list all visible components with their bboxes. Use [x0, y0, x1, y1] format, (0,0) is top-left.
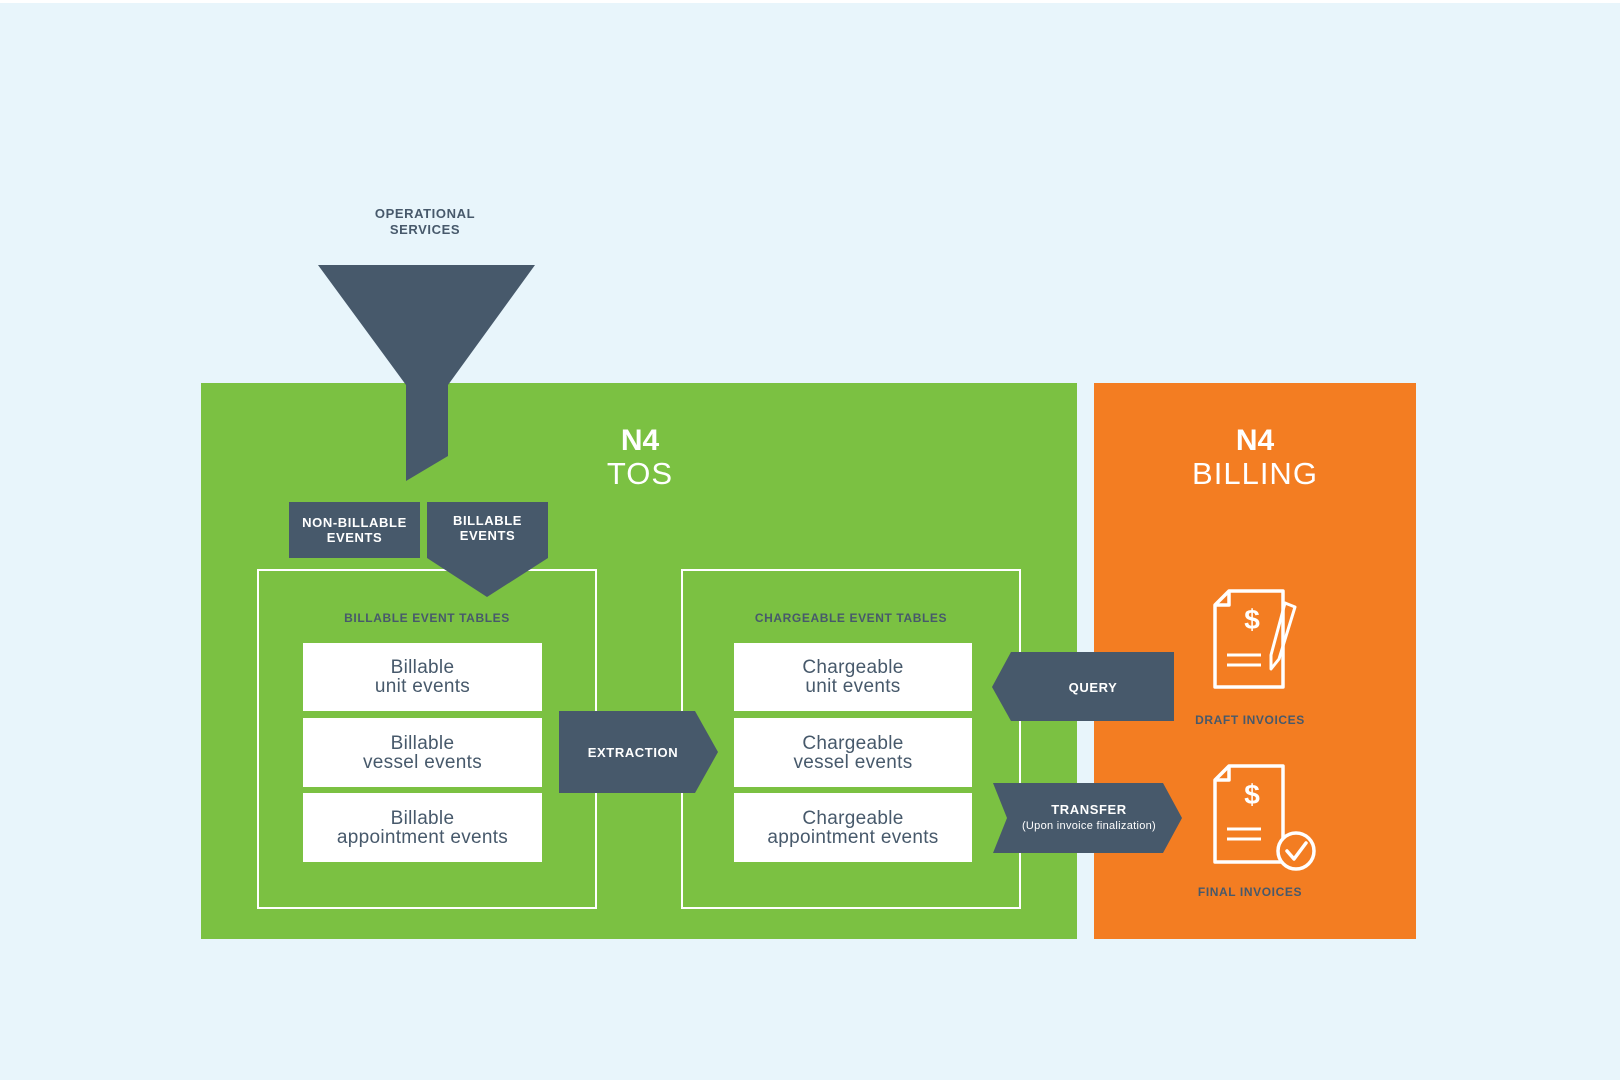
final-invoice-dollar-icon: $: [1244, 779, 1260, 810]
billable-events-tag: BILLABLE EVENTS: [427, 513, 548, 543]
funnel-icon: [318, 265, 535, 481]
cell-line2: unit events: [805, 676, 901, 697]
billing-title-light: BILLING: [1192, 456, 1318, 491]
cell-line2: appointment events: [336, 826, 509, 848]
tos-title-bold: N4: [620, 424, 660, 457]
cell-line1: Chargeable: [802, 657, 904, 678]
cell-line1: Chargeable: [802, 732, 904, 754]
tos-title-light: TOS: [606, 456, 674, 491]
transfer-label: TRANSFER: [1051, 802, 1127, 817]
cell-line2: unit events: [374, 676, 471, 697]
chargeable-unit-events-cell: Chargeable unit events: [734, 643, 972, 711]
billable-line1: BILLABLE: [452, 513, 523, 528]
transfer-label-group: TRANSFER (Upon invoice finalization): [1003, 802, 1175, 832]
tos-title: N4 TOS: [560, 425, 720, 491]
cell-line1: Billable: [390, 657, 455, 678]
billable-vessel-events-cell: Billable vessel events: [303, 718, 542, 787]
billable-line2: EVENTS: [459, 528, 516, 543]
chargeable-appointment-events-cell: Chargeable appointment events: [734, 793, 972, 862]
billing-title-bold: N4: [1235, 424, 1275, 457]
draft-invoice-icon: [1213, 589, 1297, 689]
chargeable-vessel-events-cell: Chargeable vessel events: [734, 718, 972, 787]
final-invoices-label: FINAL INVOICES: [1197, 885, 1303, 899]
cell-line1: Billable: [390, 732, 455, 754]
final-invoice-icon: [1213, 764, 1316, 871]
non-billable-line2: EVENTS: [326, 530, 383, 545]
extraction-label: EXTRACTION: [587, 745, 679, 760]
query-arrow: [992, 652, 1174, 721]
non-billable-events-tag: NON-BILLABLE EVENTS: [289, 502, 420, 558]
transfer-sublabel: (Upon invoice finalization): [1021, 820, 1157, 832]
extraction-arrow: [559, 711, 718, 793]
cell-line1: Chargeable: [802, 807, 904, 829]
cell-line2: vessel events: [362, 751, 482, 773]
draft-invoice-dollar-icon: $: [1244, 604, 1260, 635]
operational-services-label: OPERATIONAL SERVICES: [330, 206, 520, 238]
billable-appointment-events-cell: Billable appointment events: [303, 793, 542, 862]
cell-line1: Billable: [390, 807, 455, 829]
chargeable-tables-heading: CHARGEABLE EVENT TABLES: [754, 611, 948, 625]
query-label: QUERY: [1068, 680, 1118, 695]
operational-services-line1: OPERATIONAL: [374, 206, 476, 221]
cell-line2: vessel events: [793, 751, 913, 773]
billable-tables-heading: BILLABLE EVENT TABLES: [344, 611, 510, 625]
non-billable-line1: NON-BILLABLE: [302, 515, 407, 530]
billable-events-tag-shape: [427, 502, 548, 597]
billing-title: N4 BILLING: [1155, 425, 1355, 491]
operational-services-line2: SERVICES: [389, 222, 461, 237]
cell-line2: appointment events: [767, 826, 939, 848]
draft-invoices-label: DRAFT INVOICES: [1195, 713, 1305, 727]
billable-unit-events-cell: Billable unit events: [303, 643, 542, 711]
transfer-arrow: [993, 783, 1182, 853]
